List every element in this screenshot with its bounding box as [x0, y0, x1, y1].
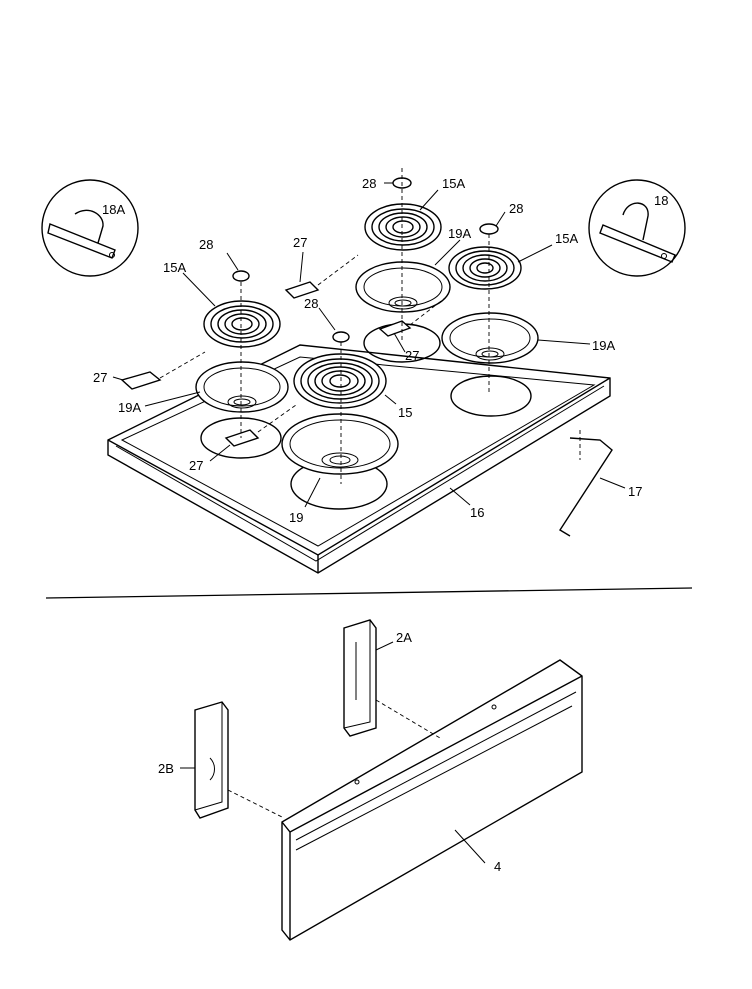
coil-element-rear-left [364, 203, 442, 251]
callout-19a-top: 19A [448, 226, 471, 241]
cooktop-opening-rear-right [450, 375, 532, 417]
receptacle-bottom [224, 404, 297, 447]
callout-27-mid: 27 [405, 348, 419, 363]
callout-15a-left: 15A [163, 260, 186, 275]
end-bracket-2a [343, 619, 441, 739]
receptacle-top-left [284, 254, 359, 299]
detail-circle-18a [41, 179, 139, 277]
coil-element-front-large [293, 353, 387, 409]
backguard-panel [281, 659, 583, 941]
drip-bowl-rear-left [355, 261, 451, 313]
callout-18a: 18A [102, 202, 125, 217]
callout-15a-top: 15A [442, 176, 465, 191]
wire-bracket [559, 437, 613, 537]
drip-bowl-front-large [281, 413, 399, 475]
callout-27-topleft: 27 [293, 235, 307, 250]
leader-lines [112, 182, 626, 864]
callout-19a-right: 19A [592, 338, 615, 353]
callout-4: 4 [494, 859, 501, 874]
end-bracket-2b [194, 701, 285, 819]
section-divider [45, 587, 693, 599]
callout-18: 18 [654, 193, 668, 208]
callout-28-left: 28 [199, 237, 213, 252]
receptacle-mid [378, 297, 446, 337]
callout-2b: 2B [158, 761, 174, 776]
callout-28-right: 28 [509, 201, 523, 216]
callout-17: 17 [628, 484, 642, 499]
drip-bowl-left [195, 361, 289, 413]
detail-circle-18 [588, 179, 686, 277]
drip-bowl-right [441, 312, 539, 364]
coil-element-right [448, 246, 522, 290]
callout-2a: 2A [396, 630, 412, 645]
callout-15: 15 [398, 405, 412, 420]
receptacle-left [120, 351, 206, 390]
callout-19: 19 [289, 510, 303, 525]
trim-ring-mid [332, 331, 350, 343]
callout-15a-right: 15A [555, 231, 578, 246]
trim-ring-right [479, 223, 499, 235]
callout-27-left: 27 [93, 370, 107, 385]
center-lines [240, 168, 490, 484]
callout-16: 16 [470, 505, 484, 520]
coil-element-left [203, 300, 281, 348]
callout-27-bottom: 27 [189, 458, 203, 473]
callout-19a-left: 19A [118, 400, 141, 415]
callout-28-mid: 28 [304, 296, 318, 311]
callout-28-top: 28 [362, 176, 376, 191]
trim-ring-left [232, 270, 250, 282]
